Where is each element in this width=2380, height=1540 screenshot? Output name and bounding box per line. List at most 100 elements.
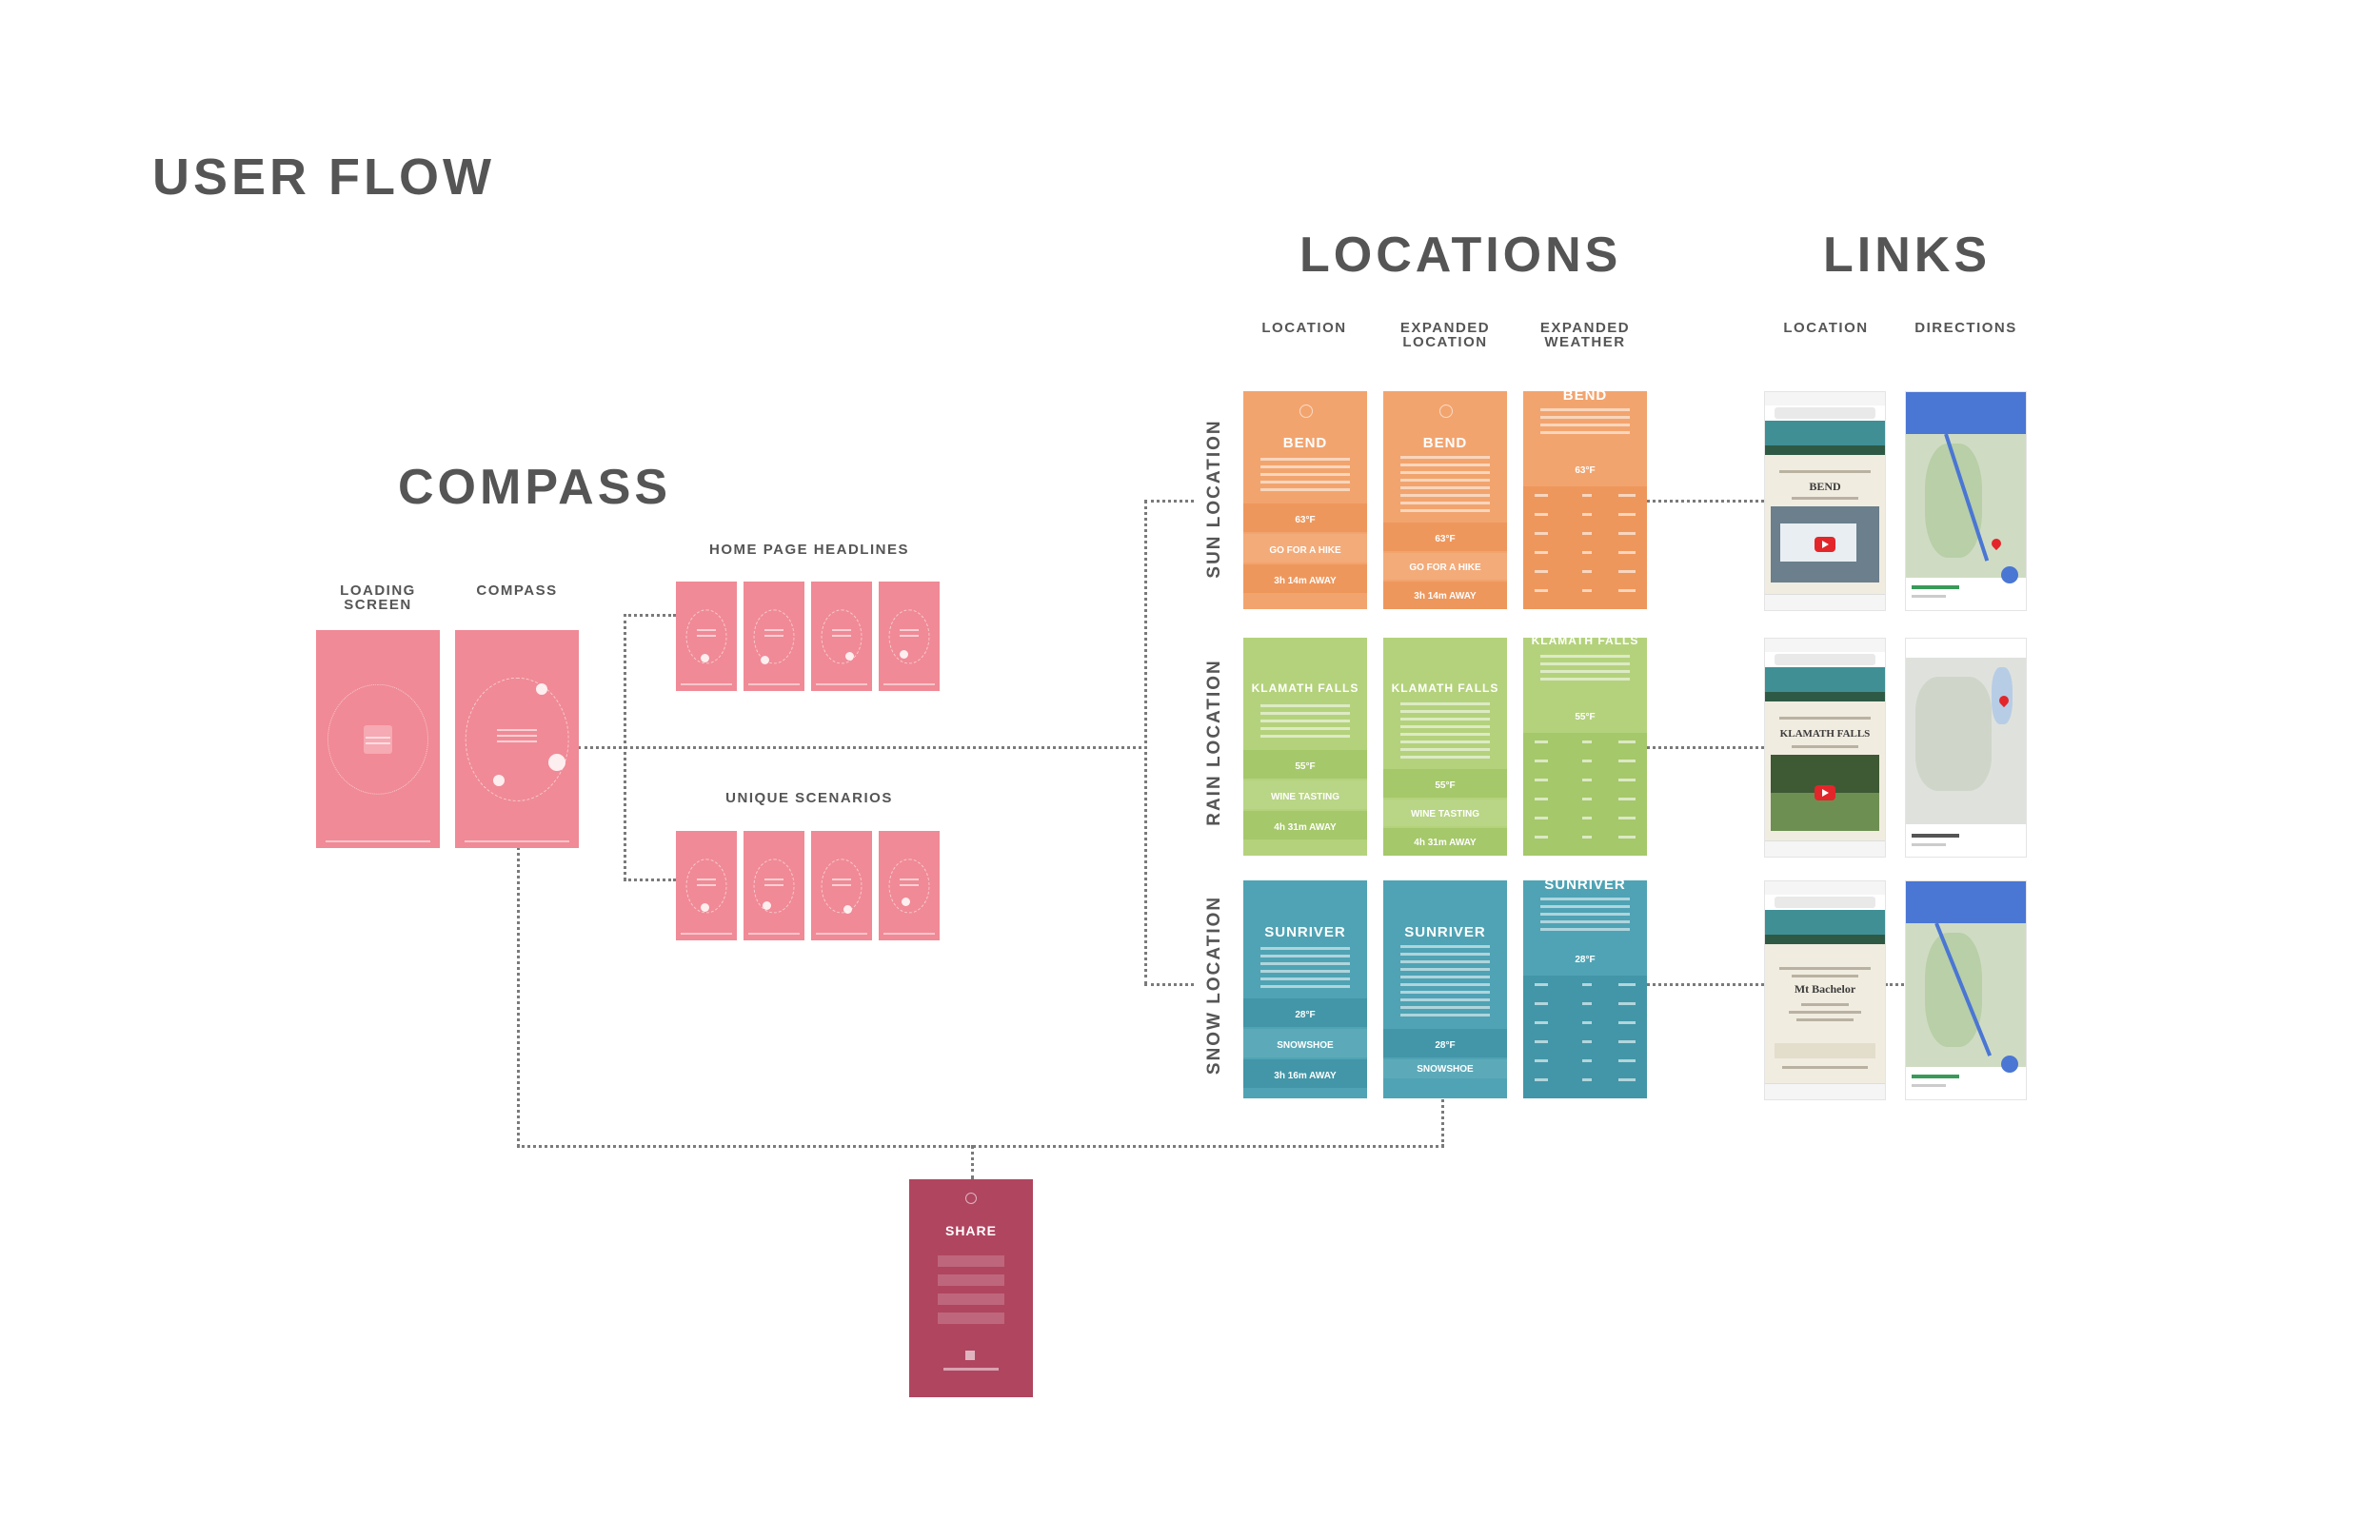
rain-location-card[interactable]: KLAMATH FALLS 55°F WINE TASTING 4h 31m A…: [1243, 638, 1367, 856]
scenario-screen-1[interactable]: [676, 831, 737, 940]
site-title: Mt Bachelor: [1794, 982, 1856, 996]
rain-icon[interactable]: [493, 775, 505, 786]
connector-share-bottom: [517, 1145, 1444, 1148]
mt-bachelor-website-screenshot[interactable]: Mt Bachelor: [1764, 880, 1886, 1100]
share-option[interactable]: [938, 1293, 1004, 1305]
connector-snow-link: [1647, 983, 1764, 986]
bend-directions-map[interactable]: [1905, 391, 2027, 611]
sunriver-directions-map[interactable]: [1905, 880, 2027, 1100]
headline-screen-3[interactable]: [811, 582, 872, 691]
rain-expanded-location-card[interactable]: KLAMATH FALLS 55°F WINE TASTING 4h 31m A…: [1383, 638, 1507, 856]
city-name: BEND: [1282, 435, 1328, 451]
scenario-screen-4[interactable]: [879, 831, 940, 940]
share-title: SHARE: [944, 1223, 997, 1238]
connector-compass-main: [578, 746, 1147, 749]
share-option[interactable]: [938, 1313, 1004, 1324]
loading-screen-mockup[interactable]: [316, 630, 440, 848]
temperature: 63°F: [1435, 534, 1456, 544]
activity: GO FOR A HIKE: [1269, 545, 1341, 556]
site-title: KLAMATH FALLS: [1779, 728, 1871, 740]
expanded-weather-line-2: WEATHER: [1544, 334, 1626, 350]
travel-time: 3h 14m AWAY: [1274, 576, 1337, 586]
loading-label-line-2: SCREEN: [344, 597, 412, 613]
connector-to-scenarios: [624, 879, 676, 881]
snow-expanded-weather-card[interactable]: SUNRIVER 28°F: [1523, 880, 1647, 1098]
expanded-weather-line-1: EXPANDED: [1539, 320, 1631, 336]
temperature: 28°F: [1575, 955, 1596, 965]
loading-label-line-1: LOADING: [340, 582, 416, 599]
navigate-icon[interactable]: [2001, 566, 2018, 583]
travel-time: 3h 16m AWAY: [1274, 1071, 1337, 1081]
city-name: BEND: [1562, 391, 1608, 404]
scenario-screen-2[interactable]: [744, 831, 804, 940]
activity: SNOWSHOE: [1417, 1064, 1474, 1075]
site-title: BEND: [1809, 480, 1841, 493]
activity: WINE TASTING: [1410, 809, 1480, 819]
snow-expanded-location-card[interactable]: SUNRIVER 28°F SNOWSHOE: [1383, 880, 1507, 1098]
map-pin-icon: [1989, 536, 2004, 551]
sun-expanded-weather-card[interactable]: BEND 63°F: [1523, 391, 1647, 609]
snow-location-card[interactable]: SUNRIVER 28°F SNOWSHOE 3h 16m AWAY: [1243, 880, 1367, 1098]
headlines-label: HOME PAGE HEADLINES: [709, 542, 909, 558]
city-name: SUNRIVER: [1404, 924, 1486, 940]
activity: WINE TASTING: [1270, 792, 1340, 802]
travel-time: 4h 31m AWAY: [1274, 822, 1337, 833]
klamath-website-screenshot[interactable]: KLAMATH FALLS: [1764, 638, 1886, 858]
connector-to-sun: [1144, 500, 1194, 503]
connector-sun-link: [1647, 500, 1764, 503]
col-expanded-location-label: EXPANDED LOCATION: [1383, 321, 1507, 349]
temperature: 63°F: [1575, 465, 1596, 476]
row-label-snow: SNOW LOCATION: [1204, 895, 1224, 1076]
connector-headlines-vertical: [624, 614, 626, 880]
temperature: 28°F: [1435, 1040, 1456, 1051]
col-expanded-weather-label: EXPANDED WEATHER: [1523, 321, 1647, 349]
sun-icon[interactable]: [536, 683, 547, 695]
rain-expanded-weather-card[interactable]: KLAMATH FALLS 55°F: [1523, 638, 1647, 856]
links-col-location-label: LOCATION: [1783, 320, 1869, 336]
headline-screen-1[interactable]: [676, 582, 737, 691]
share-screen-mockup[interactable]: SHARE: [909, 1179, 1033, 1397]
play-icon[interactable]: [1815, 785, 1835, 800]
share-option[interactable]: [938, 1255, 1004, 1267]
add-icon[interactable]: [965, 1351, 975, 1360]
compass-heading: COMPASS: [398, 460, 672, 515]
headline-screen-2[interactable]: [744, 582, 804, 691]
city-name: SUNRIVER: [1264, 924, 1346, 940]
navigate-icon[interactable]: [2001, 1056, 2018, 1073]
connector-to-snow: [1144, 983, 1194, 986]
video-thumbnail[interactable]: [1771, 506, 1879, 582]
temperature: 55°F: [1575, 712, 1596, 722]
travel-time: 3h 14m AWAY: [1414, 591, 1477, 602]
sun-expanded-location-card[interactable]: BEND 63°F GO FOR A HIKE 3h 14m AWAY: [1383, 391, 1507, 609]
loading-screen-label: LOADING SCREEN: [316, 583, 440, 612]
snowflake-icon[interactable]: [548, 754, 565, 771]
scenario-screen-3[interactable]: [811, 831, 872, 940]
loading-compass-graphic: [316, 630, 440, 848]
bend-website-screenshot[interactable]: BEND: [1764, 391, 1886, 611]
temperature: 63°F: [1295, 515, 1316, 525]
activity: SNOWSHOE: [1277, 1040, 1334, 1051]
city-name: SUNRIVER: [1544, 880, 1626, 893]
compass-icon: [1439, 405, 1453, 418]
city-name: KLAMATH FALLS: [1251, 681, 1359, 695]
travel-time: 4h 31m AWAY: [1414, 838, 1477, 848]
compass-graphic: [455, 630, 579, 848]
sun-location-card[interactable]: BEND 63°F GO FOR A HIKE 3h 14m AWAY: [1243, 391, 1367, 609]
headline-screen-4[interactable]: [879, 582, 940, 691]
connector-locations-vertical: [1144, 500, 1147, 985]
page-title: USER FLOW: [152, 148, 495, 206]
city-name: KLAMATH FALLS: [1391, 681, 1499, 695]
scenarios-label: UNIQUE SCENARIOS: [725, 790, 893, 806]
temperature: 55°F: [1295, 761, 1316, 772]
row-label-rain: RAIN LOCATION: [1204, 659, 1224, 826]
video-thumbnail[interactable]: [1771, 755, 1879, 831]
locations-heading: LOCATIONS: [1299, 227, 1622, 283]
play-icon[interactable]: [1815, 537, 1835, 552]
share-option[interactable]: [938, 1274, 1004, 1286]
expanded-location-line-1: EXPANDED: [1399, 320, 1491, 336]
compass-screen-mockup[interactable]: [455, 630, 579, 848]
compass-icon: [965, 1193, 977, 1204]
klamath-map[interactable]: [1905, 638, 2027, 858]
temperature: 55°F: [1435, 780, 1456, 791]
city-name: BEND: [1422, 435, 1468, 451]
